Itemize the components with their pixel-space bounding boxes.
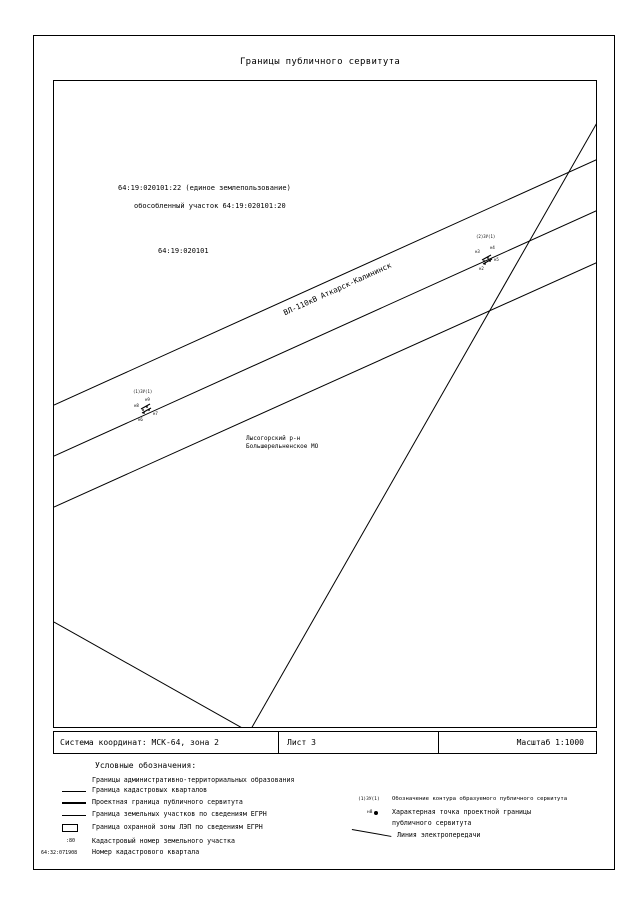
servitude-points-right (481, 254, 493, 265)
point-dot-icon (374, 811, 378, 815)
legend-protection-zone: Граница охранной зоны ЛЭП по сведениям Е… (92, 823, 263, 831)
servitude-boundary-symbol (62, 802, 86, 804)
legend-cadastral-parcel: Кадастровый номер земельного участка (92, 837, 235, 845)
point-label: н5 (494, 257, 499, 262)
contour-label-left: (1)ЗУ(1) (133, 389, 153, 394)
legend-cadastral-quarter: Номер кадастрового квартала (92, 848, 200, 856)
legend-powerline: Линия электропередачи (397, 831, 481, 839)
powerline-axis (54, 210, 596, 457)
legend-point-line1: Характерная точка проектной границы (392, 808, 531, 816)
zone-lower-boundary (54, 262, 596, 508)
parcel-label-line1: 64:19:020101:22 (единое землепользование… (118, 184, 291, 192)
quarter-label: 64:19:020101 (158, 247, 209, 255)
point-symbol: н8 (367, 810, 373, 815)
point-label: н6 (138, 417, 143, 422)
quarter-boundary-symbol (62, 791, 86, 792)
district-label-line2: Большерельненское МО (246, 443, 319, 450)
servitude-points-left (140, 403, 152, 414)
map-area: 64:19:020101:22 (единое землепользование… (53, 80, 597, 728)
point-label: н9 (145, 397, 150, 402)
scale: Масштаб 1:1000 (438, 732, 596, 753)
cadastral-parcel-symbol: :80 (66, 838, 76, 844)
point-label: н7 (153, 411, 158, 416)
legend-admin-boundary: Границы административно-территориальных … (92, 776, 295, 784)
admin-boundary (54, 621, 242, 727)
legend-contour: Обозначение контура образуемого публично… (392, 796, 568, 802)
point-label: н2 (479, 266, 484, 271)
map-drawing (54, 123, 596, 727)
parcel-label-line2: обособленный участок 64:19:020101:20 (134, 202, 286, 210)
point-label: н8 (134, 403, 139, 408)
legend-title: Условные обозначения: (95, 761, 197, 770)
legend-point-line2: публичного сервитута (392, 819, 472, 827)
legend-parcel-boundary: Граница земельных участков по сведениям … (92, 810, 267, 818)
parcel-boundary-symbol (62, 815, 86, 816)
drawing-title: Границы публичного сервитута (239, 57, 401, 67)
sheet-number: Лист 3 (278, 732, 438, 753)
contour-label-right: (2)ЗУ(1) (476, 234, 496, 239)
coordinate-system: Система координат: МСК-64, зона 2 (60, 738, 219, 747)
point-label: н3 (475, 249, 480, 254)
drawing-frame (33, 35, 615, 870)
info-row: Система координат: МСК-64, зона 2 Лист 3… (53, 731, 597, 754)
legend-servitude-boundary: Проектная граница публичного сервитута (92, 798, 243, 806)
contour-symbol: (1)ЗУ(1) (358, 797, 380, 802)
district-label-line1: Лысогорский р-н (246, 435, 301, 442)
zone-upper-boundary (54, 159, 596, 406)
point-label: н4 (490, 245, 495, 250)
protection-zone-symbol (62, 824, 78, 832)
quarter-boundary (251, 123, 596, 727)
legend-quarter-boundary: Граница кадастровых кварталов (92, 786, 208, 794)
cadastral-quarter-symbol: 64:32:071908 (41, 850, 78, 856)
